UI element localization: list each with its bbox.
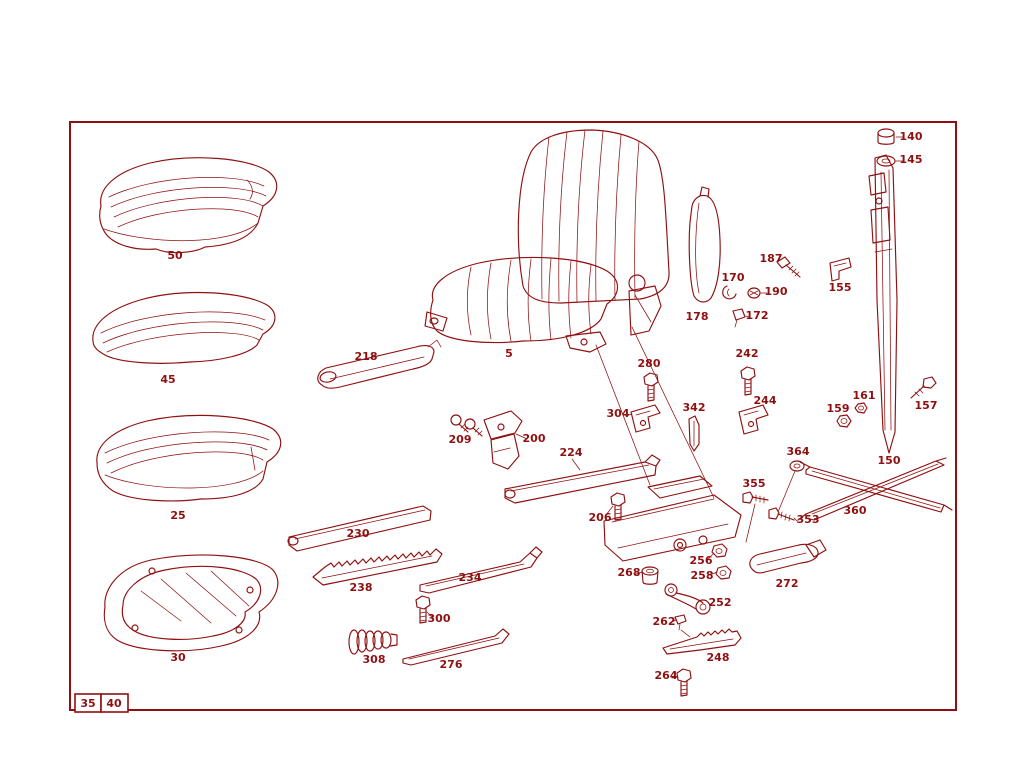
part-label-342: 342 xyxy=(683,401,706,414)
drawing-clip-155 xyxy=(829,257,852,282)
drawing-rail-218 xyxy=(317,339,442,389)
part-label-187: 187 xyxy=(760,252,783,265)
leader-lines xyxy=(426,136,904,679)
drawing-nut-190 xyxy=(747,287,761,299)
part-label-161: 161 xyxy=(853,389,876,402)
drawing-cap-140 xyxy=(877,128,895,145)
drawing-bellows-308 xyxy=(348,629,398,655)
page-plate-cell-right xyxy=(100,693,129,713)
drawing-cross-rails-360 xyxy=(797,457,953,521)
drawing-bolt-353 xyxy=(768,507,795,522)
part-label-157: 157 xyxy=(915,399,938,412)
part-label-150: 150 xyxy=(878,454,901,467)
part-label-200: 200 xyxy=(523,432,546,445)
drawing-underframe xyxy=(603,475,742,562)
part-label-159: 159 xyxy=(827,402,850,415)
part-label-256: 256 xyxy=(690,554,713,567)
drawing-nut-159 xyxy=(836,414,852,428)
part-label-355: 355 xyxy=(743,477,766,490)
drawing-washer-364 xyxy=(789,460,805,472)
diagram-frame xyxy=(69,121,957,711)
part-label-300: 300 xyxy=(428,612,451,625)
drawing-washer-145 xyxy=(876,155,896,167)
drawing-screw-264 xyxy=(676,668,692,697)
part-label-268: 268 xyxy=(618,566,641,579)
drawing-pin-342 xyxy=(688,415,700,452)
drawing-seat-pan-30 xyxy=(103,554,279,652)
part-label-172: 172 xyxy=(746,309,769,322)
part-label-50: 50 xyxy=(167,249,183,262)
part-label-252: 252 xyxy=(709,596,732,609)
page-plate-number-right: 40 xyxy=(106,697,122,710)
drawing-screw-157 xyxy=(910,376,937,399)
drawing-rail-230 xyxy=(287,505,432,552)
part-label-238: 238 xyxy=(350,581,373,594)
drawing-screws-209 xyxy=(450,414,483,437)
drawing-seat-5 xyxy=(424,129,670,353)
part-label-178: 178 xyxy=(686,310,709,323)
drawing-nut-258 xyxy=(715,565,732,580)
drawing-cushion-45 xyxy=(92,291,276,364)
drawing-rail-276 xyxy=(402,628,510,666)
drawing-rail-224 xyxy=(504,454,661,504)
part-label-353: 353 xyxy=(797,513,820,526)
drawing-clip-262 xyxy=(674,614,687,631)
drawing-cushion-25 xyxy=(96,414,282,502)
drawing-screw-242 xyxy=(740,366,756,396)
part-label-244: 244 xyxy=(754,394,777,407)
part-label-264: 264 xyxy=(655,669,678,682)
drawing-screw-300 xyxy=(415,595,431,624)
part-label-360: 360 xyxy=(844,504,867,517)
drawing-bracket-304 xyxy=(630,404,661,433)
drawing-nut-161 xyxy=(854,402,868,414)
part-label-30: 30 xyxy=(170,651,186,664)
drawing-rail-234 xyxy=(419,546,543,594)
drawing-toothed-rail-238 xyxy=(312,548,443,586)
page-plate-number-left: 35 xyxy=(80,697,95,710)
part-label-258: 258 xyxy=(691,569,714,582)
part-label-25: 25 xyxy=(170,509,185,522)
drawing-panel-178 xyxy=(688,186,721,303)
drawing-screw-187 xyxy=(776,256,801,278)
part-label-170: 170 xyxy=(722,271,745,284)
part-label-209: 209 xyxy=(449,433,472,446)
part-label-234: 234 xyxy=(459,571,482,584)
part-label-145: 145 xyxy=(900,153,923,166)
part-label-140: 140 xyxy=(900,130,923,143)
part-label-364: 364 xyxy=(787,445,810,458)
drawing-bracket-200 xyxy=(483,410,523,470)
part-label-272: 272 xyxy=(776,577,799,590)
part-label-224: 224 xyxy=(560,446,583,459)
drawing-lever-272 xyxy=(749,539,827,574)
drawing-clip-172 xyxy=(732,308,746,328)
drawing-rail-150 xyxy=(868,154,898,454)
part-label-280: 280 xyxy=(638,357,661,370)
drawing-screw-206 xyxy=(610,492,626,521)
page-number-plate: 35 40 xyxy=(74,693,129,713)
part-label-230: 230 xyxy=(347,527,370,540)
drawing-bracket-244 xyxy=(738,404,769,435)
part-label-242: 242 xyxy=(736,347,759,360)
drawing-cushion-50 xyxy=(99,157,278,254)
part-label-155: 155 xyxy=(829,281,852,294)
part-label-206: 206 xyxy=(589,511,612,524)
part-label-190: 190 xyxy=(765,285,788,298)
part-label-218: 218 xyxy=(355,350,378,363)
part-label-276: 276 xyxy=(440,658,463,671)
part-label-308: 308 xyxy=(363,653,386,666)
drawing-grommet-268 xyxy=(641,566,659,585)
drawing-bolt-355 xyxy=(742,491,769,504)
part-label-45: 45 xyxy=(160,373,175,386)
drawing-nut-256 xyxy=(711,543,728,558)
drawing-hook-252 xyxy=(664,583,711,615)
drawing-clip-170 xyxy=(722,285,737,300)
part-label-262: 262 xyxy=(653,615,676,628)
part-label-248: 248 xyxy=(707,651,730,664)
part-label-304: 304 xyxy=(607,407,630,420)
part-label-5: 5 xyxy=(505,347,513,360)
drawing-rack-248 xyxy=(662,628,742,655)
